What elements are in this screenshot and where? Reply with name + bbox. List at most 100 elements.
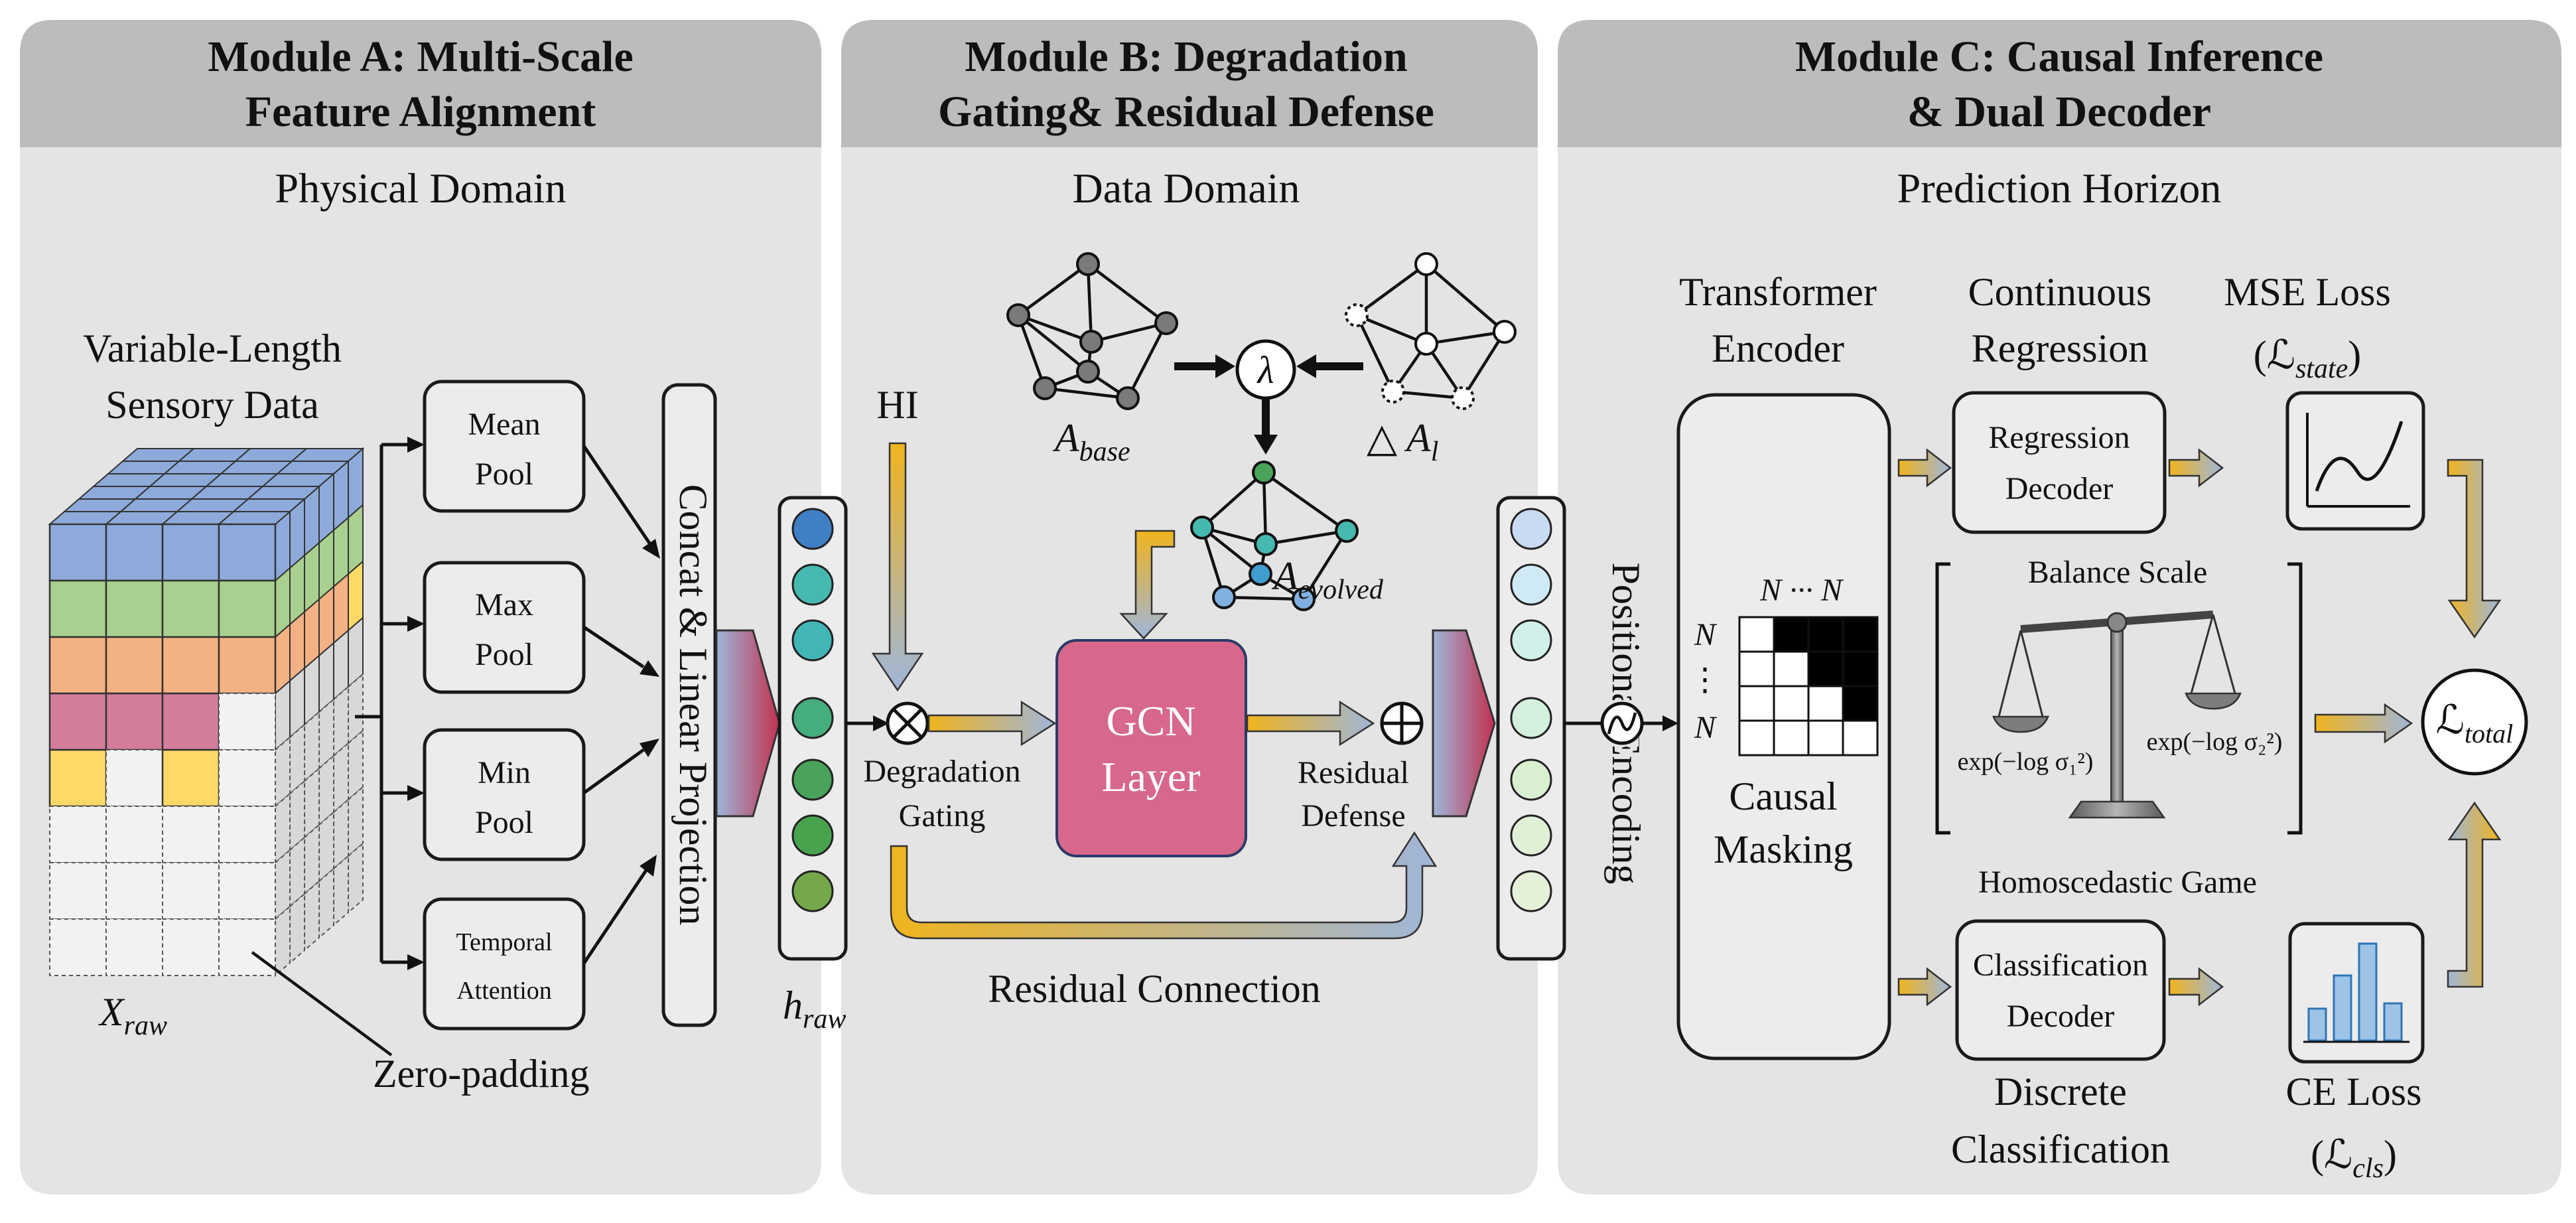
lambda-icon: λ — [1235, 339, 1296, 400]
classification-decoder-label-l2: Decoder — [2007, 999, 2115, 1034]
evolved-graph-to-gcn-arrow — [1119, 530, 1176, 640]
cube-front-cell — [48, 692, 107, 751]
cube-side-cell — [275, 904, 291, 977]
cube-front-cell — [49, 918, 107, 976]
causal-mask-row-dots: ⋮ — [1689, 662, 1721, 697]
graph-node — [1292, 587, 1316, 611]
encoder-to-regression-arrow — [1897, 448, 1952, 488]
output-node — [1510, 697, 1552, 739]
ce-loss-label: CE Loss — [2285, 1070, 2421, 1114]
graph-edge — [1091, 321, 1167, 344]
graph-edge — [1425, 263, 1506, 333]
mask-cell — [1738, 650, 1775, 687]
graph-edge — [1302, 530, 1348, 601]
cube-front-cell — [105, 636, 164, 695]
graph-edge — [1201, 526, 1262, 575]
cube-front-cell — [218, 749, 276, 807]
cube-front-cell — [161, 523, 220, 582]
l-cls-label: (ℒcls) — [2311, 1133, 2397, 1184]
degradation-gating-label-l2: Gating — [899, 798, 986, 833]
max-pool-label-l1: Max — [475, 587, 533, 622]
encoder-to-classification-arrow — [1897, 967, 1952, 1007]
sensory-data-cube — [48, 447, 365, 977]
residual-defense-label-l1: Residual — [1298, 755, 1409, 790]
continuous-regression-label-l2: Regression — [1972, 326, 2149, 370]
zero-padding-pointer — [251, 951, 393, 1056]
sensory-data-label-line1: Variable-Length — [83, 326, 342, 370]
transformer-encoder-label-l2: Encoder — [1712, 326, 1844, 370]
mask-cell — [1773, 719, 1810, 756]
a-base-graph — [1006, 252, 1178, 410]
graph-edge — [1262, 472, 1268, 545]
gcn-layer-label-l2: Layer — [1101, 753, 1200, 800]
exp-weight-1-label: exp(−log σ₁²) — [1958, 748, 2094, 776]
bar-chart-icon — [2288, 922, 2425, 1064]
cube-front-cell — [161, 636, 220, 695]
a-evolved-label: Aevolved — [1271, 554, 1384, 605]
graph-edge — [1265, 529, 1347, 546]
multiply-icon — [886, 701, 929, 745]
ce-to-total-arrow — [2447, 801, 2502, 988]
mask-cell — [1738, 685, 1775, 722]
classification-to-ce-arrow — [2168, 967, 2224, 1007]
delta-a-label: △ Al — [1367, 416, 1438, 467]
mask-cell — [1842, 616, 1879, 653]
h-raw-node — [791, 697, 834, 739]
mask-cell — [1807, 616, 1844, 653]
cube-side-cell — [333, 854, 349, 927]
graph-node — [1381, 380, 1405, 403]
graph-node — [1079, 330, 1103, 354]
gate-to-gcn-arrow — [927, 700, 1057, 747]
graph-edge — [1262, 471, 1348, 532]
min-pool-label-l2: Pool — [475, 805, 533, 840]
cube-front-cell — [218, 918, 276, 976]
hi-arrow — [871, 442, 924, 692]
balance-scale-icon — [1992, 611, 2242, 819]
mask-cell — [1807, 650, 1844, 687]
causal-mask-grid — [1738, 616, 1879, 756]
graph-merge-arrows — [1174, 354, 1363, 455]
causal-mask-row-label-bottom: N — [1694, 710, 1718, 745]
residual-defense-label-l2: Defense — [1301, 798, 1405, 833]
cube-front-cell — [105, 579, 164, 638]
mask-cell — [1842, 650, 1879, 687]
causal-masking-label-l1: Causal — [1729, 774, 1837, 818]
cube-front-cell — [218, 523, 277, 582]
continuous-regression-label-l1: Continuous — [1968, 270, 2152, 314]
concat-output-arrow — [715, 629, 781, 818]
module-a-title-line2: Feature Alignment — [245, 88, 596, 136]
cube-front-cell — [105, 918, 163, 976]
cube-front-cell — [218, 693, 276, 751]
balance-scale-bracket-left — [1935, 562, 1950, 835]
graph-node — [1451, 386, 1475, 410]
temporal-attention-box — [423, 897, 586, 1031]
concat-linear-projection-label: Concat & Linear Projection — [671, 484, 715, 926]
module-c-title-line1: Module C: Causal Inference — [1795, 33, 2323, 81]
graph-edge — [1016, 315, 1047, 389]
graph-edge — [1086, 263, 1093, 342]
concat-linear-projection-box — [661, 383, 717, 1027]
cube-front-cell — [218, 862, 276, 920]
graph-node — [1154, 311, 1178, 335]
gcn-layer-label-l1: GCN — [1106, 697, 1195, 745]
module-b-title-line2: Gating& Residual Defense — [938, 88, 1434, 136]
graph-edge — [1087, 263, 1168, 324]
h-raw-node — [791, 758, 834, 801]
cube-side-cell — [348, 841, 364, 914]
output-node — [1510, 563, 1552, 606]
graph-node — [1190, 516, 1214, 540]
balance-scale-bracket-right — [2287, 562, 2303, 835]
causal-masking-label-l2: Masking — [1714, 827, 1853, 871]
physical-domain-label: Physical Domain — [275, 165, 566, 212]
cube-front-cell — [48, 579, 107, 638]
module-a-title-line1: Module A: Multi-Scale — [208, 33, 634, 81]
l-state-label: (ℒstate) — [2254, 333, 2362, 384]
pool-to-concat-arrows — [582, 445, 660, 965]
homoscedastic-game-label: Homoscedastic Game — [1978, 865, 2257, 900]
mask-cell — [1842, 685, 1879, 722]
graph-node — [1116, 386, 1140, 410]
plus-icon — [1380, 701, 1424, 745]
cube-front-cell — [161, 749, 220, 808]
mask-cell — [1807, 685, 1844, 722]
